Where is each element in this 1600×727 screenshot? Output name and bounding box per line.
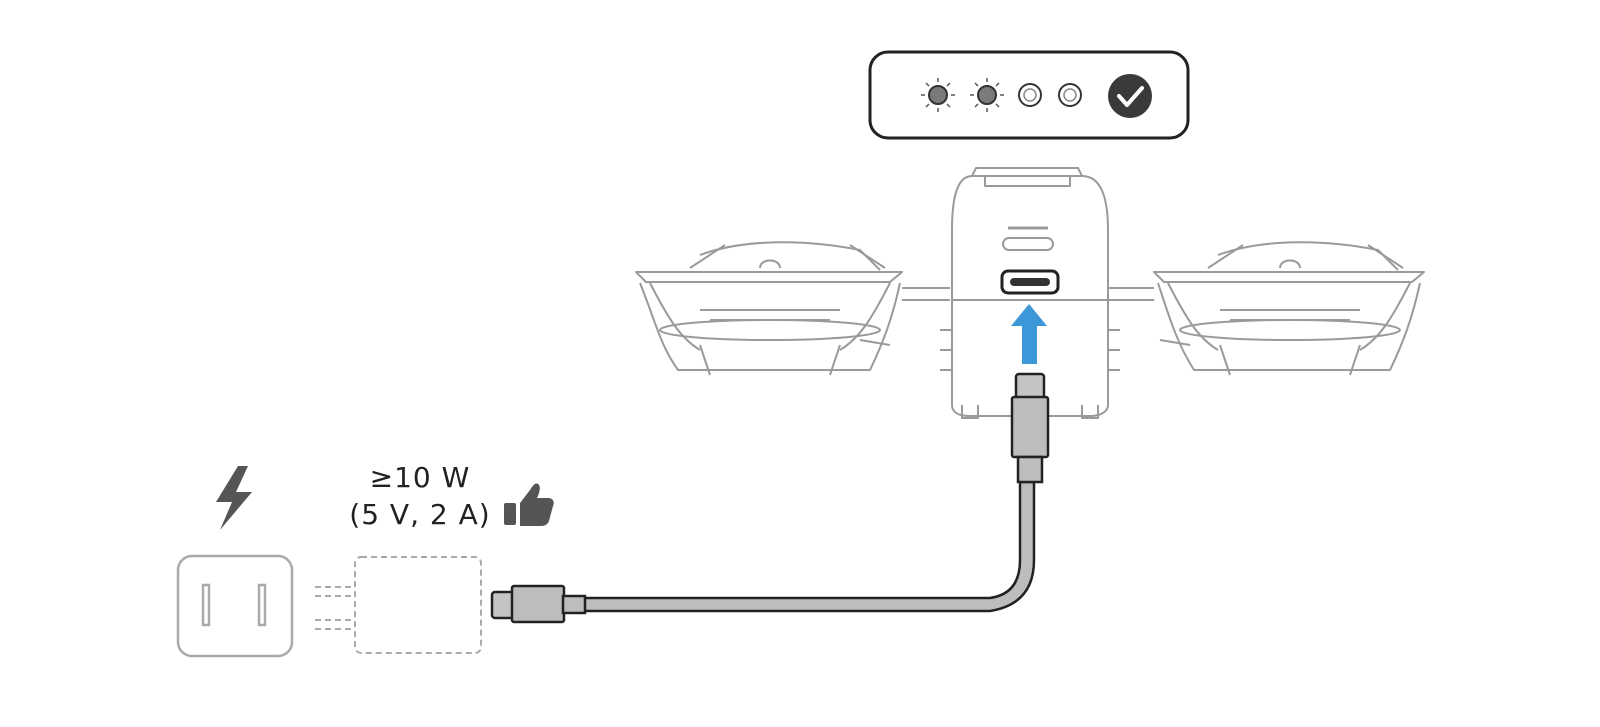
led-2-blinking	[970, 78, 1004, 112]
left-propeller-guard	[635, 241, 903, 376]
led-3-off	[1018, 83, 1042, 107]
power-spec-label: ≥10 W	[370, 461, 471, 494]
check-icon	[1108, 74, 1152, 118]
adapter-side-usb-c-plug	[490, 584, 587, 624]
drone-illustration	[635, 167, 1425, 419]
drone-body	[940, 167, 1120, 419]
usb-c-port	[1000, 269, 1060, 295]
led-4-off	[1058, 83, 1082, 107]
right-propeller-guard	[1153, 241, 1425, 376]
wall-outlet-icon	[176, 554, 294, 658]
led-1-blinking	[921, 78, 955, 112]
battery-indicator-panel	[868, 50, 1190, 140]
drone-side-usb-c-plug	[1010, 372, 1050, 484]
thumbs-up-icon	[504, 483, 554, 526]
lightning-icon	[216, 466, 252, 530]
voltage-current-spec-label: (5 V, 2 A)	[349, 498, 490, 531]
usb-c-cable	[490, 372, 1050, 624]
insert-arrow	[1011, 304, 1047, 364]
charger-adapter	[315, 556, 482, 654]
